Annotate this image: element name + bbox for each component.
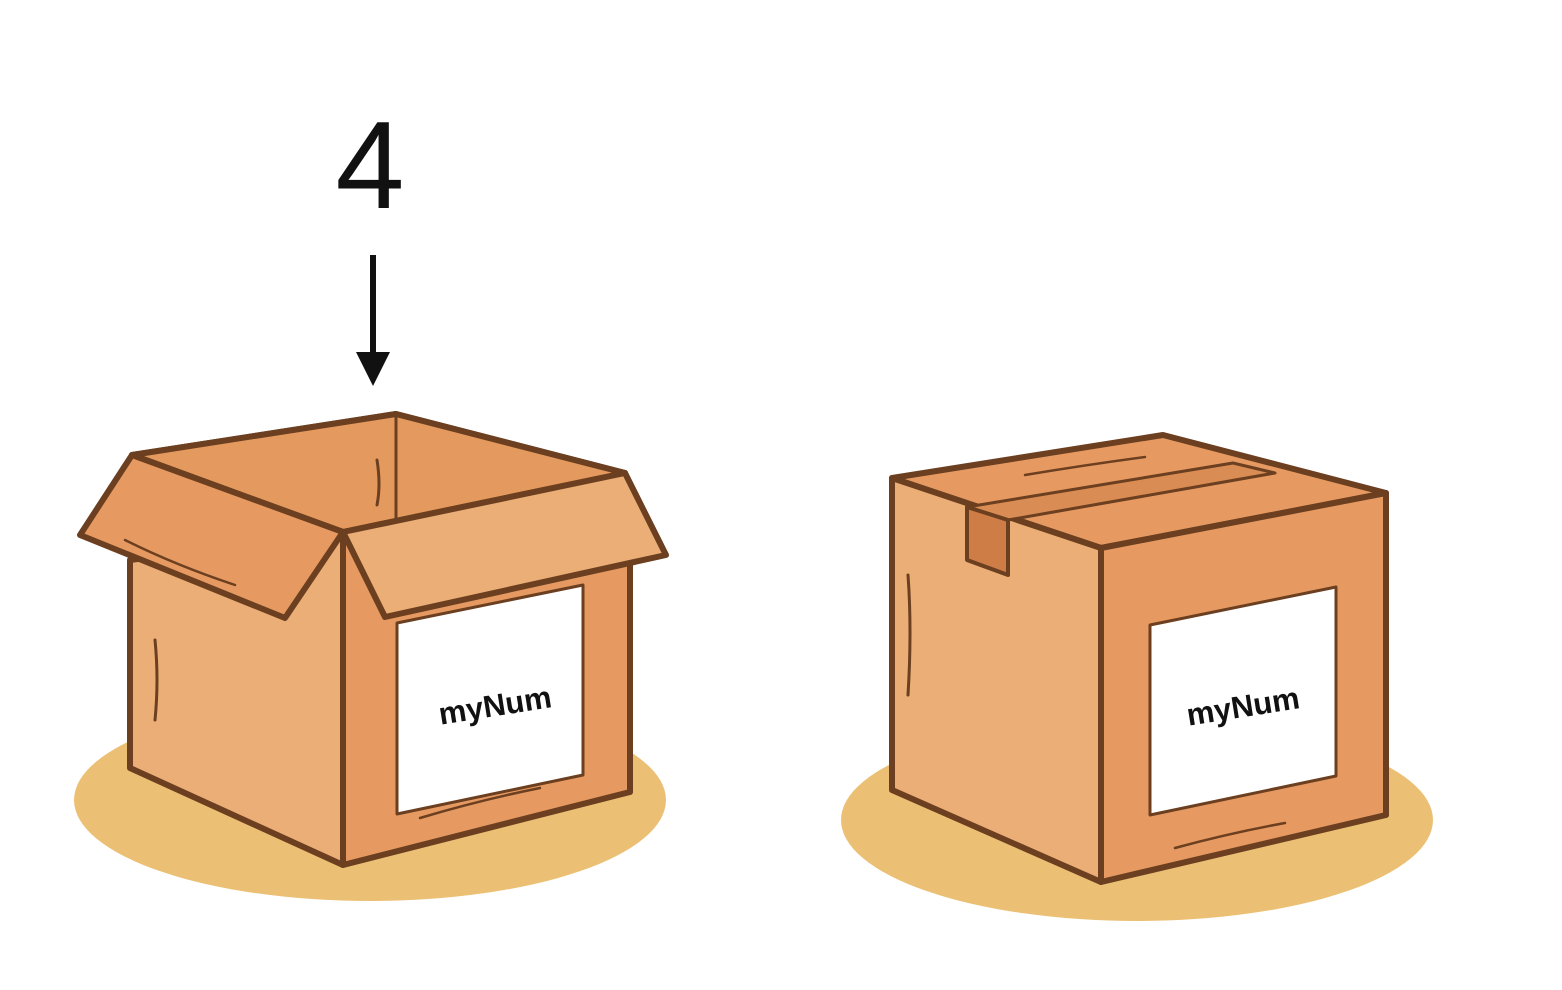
value-text: 4 <box>336 97 405 235</box>
open-box-left-flap <box>77 452 346 621</box>
closed-box-label-card <box>1148 585 1338 817</box>
closed-box-tape-side <box>965 505 1010 577</box>
down-arrow-icon <box>356 255 390 386</box>
open-box-label-card <box>395 583 585 816</box>
value-indicator: 4 <box>336 97 405 386</box>
open-box: myNum <box>74 411 669 901</box>
open-box-front-flap <box>340 470 669 620</box>
closed-box: myNum <box>841 432 1433 921</box>
